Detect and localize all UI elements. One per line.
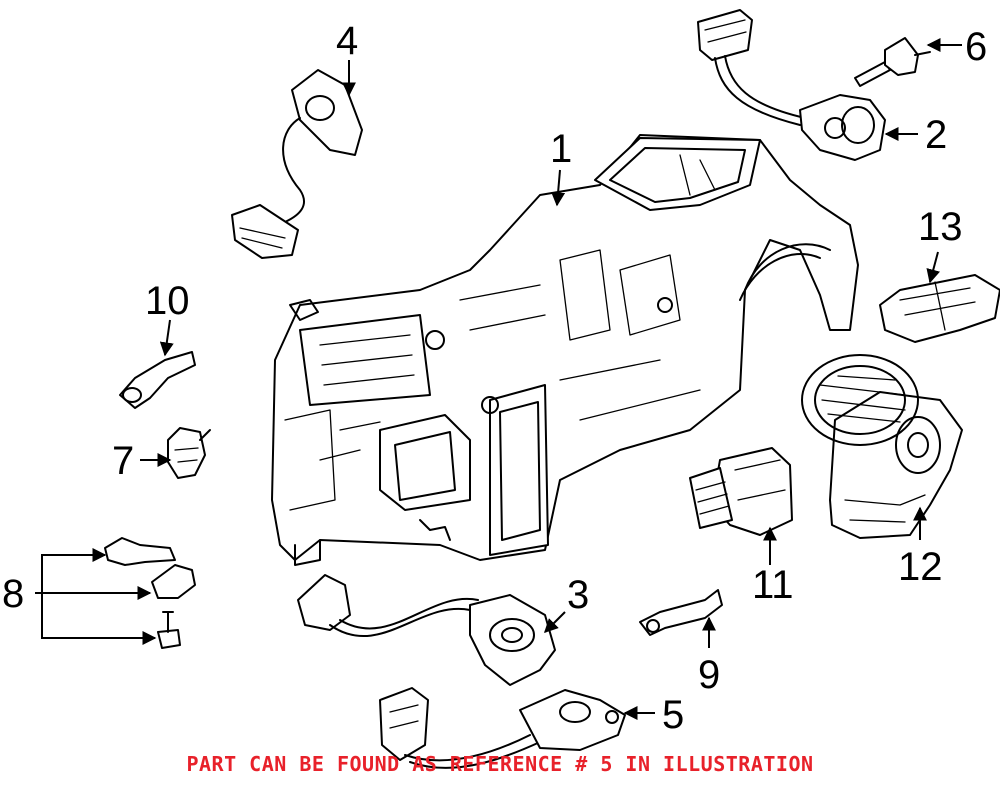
part-5-actuator: [379, 687, 626, 769]
part-11-module: [689, 447, 793, 536]
callout-3: 3: [567, 573, 589, 617]
callout-1: 1: [550, 127, 572, 171]
callout-9: 9: [698, 653, 720, 697]
part-7-valve: [167, 427, 211, 479]
callout-13: 13: [918, 205, 963, 249]
part-9-lever: [639, 589, 723, 636]
part-10-lever: [119, 351, 196, 409]
leader-lines: [35, 38, 962, 720]
part-3-actuator: [297, 574, 556, 686]
callout-5: 5: [662, 693, 684, 737]
callout-12: 12: [898, 545, 943, 589]
callout-2: 2: [925, 113, 947, 157]
callout-6: 6: [965, 25, 987, 69]
callout-10: 10: [145, 279, 190, 323]
part-12-blower-motor: [801, 354, 963, 539]
part-6-sensor: [854, 37, 931, 87]
part-13-bracket: [879, 274, 1000, 343]
reference-caption: PART CAN BE FOUND AS REFERENCE # 5 IN IL…: [186, 752, 814, 776]
part-1-hvac-housing: [271, 134, 859, 566]
part-4-actuator: [231, 69, 363, 259]
callout-4: 4: [336, 19, 358, 63]
callout-labels: 1 2 3 4 5 6 7 8 9 10 11 12 13: [2, 19, 987, 737]
callout-11: 11: [752, 563, 794, 607]
callout-7: 7: [112, 439, 134, 483]
part-2-actuator: [697, 9, 886, 161]
callout-8: 8: [2, 572, 24, 616]
part-8-clips: [104, 537, 196, 649]
